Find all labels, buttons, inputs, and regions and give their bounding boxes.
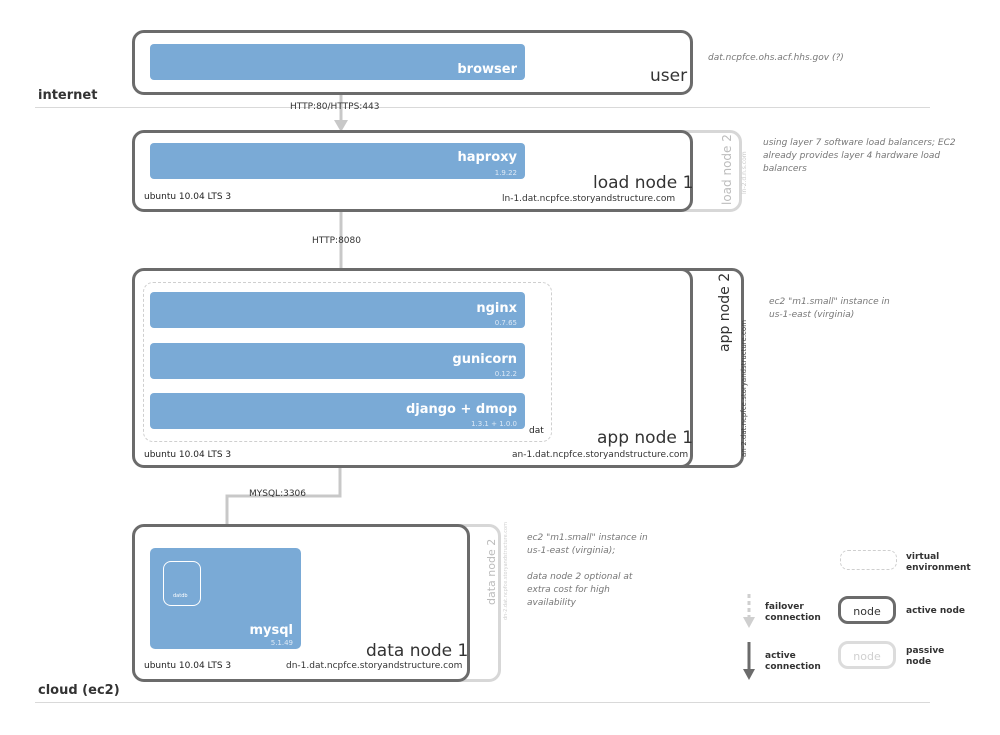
- legend-active-arrowhead: [743, 669, 755, 680]
- app-host: an-1.dat.ncpfce.storyandstructure.com: [512, 450, 689, 460]
- legend-virtual-swatch: [840, 550, 897, 570]
- data-node-1-label: data node 1: [366, 641, 469, 661]
- haproxy-version: 1.9.22: [494, 169, 517, 177]
- connection-label-http: HTTP:80/HTTPS:443: [290, 102, 380, 112]
- gunicorn-bar: gunicorn 0.12.2: [150, 343, 525, 379]
- legend-active-node-text: active node: [906, 606, 966, 616]
- user-box: [132, 30, 693, 95]
- venv-label: dat: [529, 426, 544, 436]
- django-version: 1.3.1 + 1.0.0: [471, 420, 517, 428]
- virtual-environment-dat: [143, 282, 552, 442]
- mysql-label: mysql: [249, 623, 293, 638]
- datdb-database: datdb: [163, 561, 201, 606]
- cloud-zone-label: cloud (ec2): [38, 683, 120, 698]
- gunicorn-version: 0.12.2: [494, 370, 517, 378]
- load-note: using layer 7 software load balancers; E…: [763, 138, 956, 174]
- datdb-label: datdb: [173, 593, 188, 599]
- user-node-label: user: [650, 66, 688, 86]
- haproxy-label: haproxy: [457, 150, 517, 165]
- load-node-2-host: ln-2.d.n.s.com: [741, 151, 748, 194]
- nginx-bar: nginx 0.7.65: [150, 292, 525, 328]
- nginx-label: nginx: [476, 301, 517, 316]
- app-node-1-label: app node 1: [597, 428, 694, 448]
- arrowhead-load: [334, 120, 348, 132]
- browser-label: browser: [457, 62, 517, 77]
- mysql-version: 5.1.49: [270, 639, 293, 647]
- load-node-1-label: load node 1: [593, 173, 694, 193]
- cloud-divider: [35, 702, 930, 703]
- app-node-2-host: an-2.dat.ncpfce.storyandstructure.com: [740, 319, 748, 457]
- load-host: ln-1.dat.ncpfce.storyandstructure.com: [502, 194, 676, 204]
- data-host: dn-1.dat.ncpfce.storyandstructure.com: [286, 661, 463, 671]
- internet-divider: [35, 107, 930, 108]
- browser-bar: browser: [150, 44, 525, 80]
- nginx-version: 0.7.65: [494, 319, 517, 327]
- app-os: ubuntu 10.04 LTS 3: [144, 450, 232, 460]
- haproxy-bar: haproxy 1.9.22: [150, 143, 525, 179]
- data-os: ubuntu 10.04 LTS 3: [144, 661, 232, 671]
- legend-active-node-swatch: node: [838, 596, 896, 624]
- data-node-2-host: dn-2.dat.ncpfce.storyandstructure.com: [503, 522, 509, 620]
- connection-label-http-8080: HTTP:8080: [312, 236, 361, 246]
- connection-label-mysql: MYSQL:3306: [249, 489, 307, 499]
- user-note: dat.ncpfce.ohs.acf.hhs.gov (?): [708, 53, 844, 63]
- gunicorn-label: gunicorn: [452, 352, 517, 367]
- internet-zone-label: internet: [38, 88, 98, 103]
- mysql-block: datdb mysql 5.1.49: [150, 548, 301, 649]
- legend-connection-arrows: [743, 594, 755, 680]
- django-bar: django + dmop 1.3.1 + 1.0.0: [150, 393, 525, 429]
- legend-failover-arrowhead: [743, 617, 755, 628]
- load-os: ubuntu 10.04 LTS 3: [144, 192, 232, 202]
- django-label: django + dmop: [405, 402, 517, 417]
- legend-passive-node-swatch: node: [838, 641, 896, 669]
